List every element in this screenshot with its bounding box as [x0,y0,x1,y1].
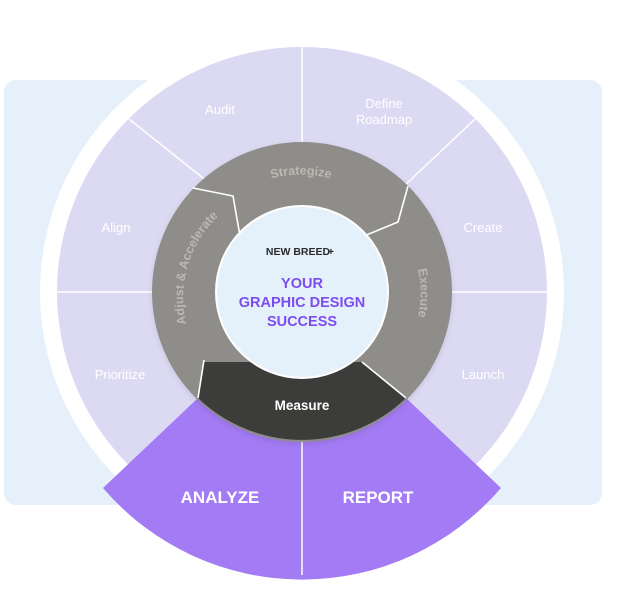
brand-logo: NEW BREED [266,246,331,258]
segment-label-align: Align [102,220,131,235]
segment-label-audit: Audit [205,102,235,117]
inner-ring-dividers [192,185,409,399]
segment-label-report: REPORT [343,488,414,507]
brand-plus-icon: + [328,246,334,258]
segment-label-create: Create [463,220,502,235]
center-title-line1: YOUR [281,276,323,292]
center-circle [215,205,389,379]
segment-label-roadmap: Roadmap [356,112,412,127]
center-title-line2: GRAPHIC DESIGN [239,295,366,311]
segment-label-analyze: ANALYZE [181,488,260,507]
measure-segment[interactable] [198,362,406,440]
segment-label-launch: Launch [462,367,505,382]
segment-label-define: Define [365,96,403,111]
phase-label-execute: Execute [415,267,432,319]
segment-label-prioritize: Prioritize [95,367,146,382]
phase-label-strategize: Strategize [269,164,333,182]
phase-label-measure: Measure [275,398,330,413]
center-title-line3: SUCCESS [267,314,337,330]
